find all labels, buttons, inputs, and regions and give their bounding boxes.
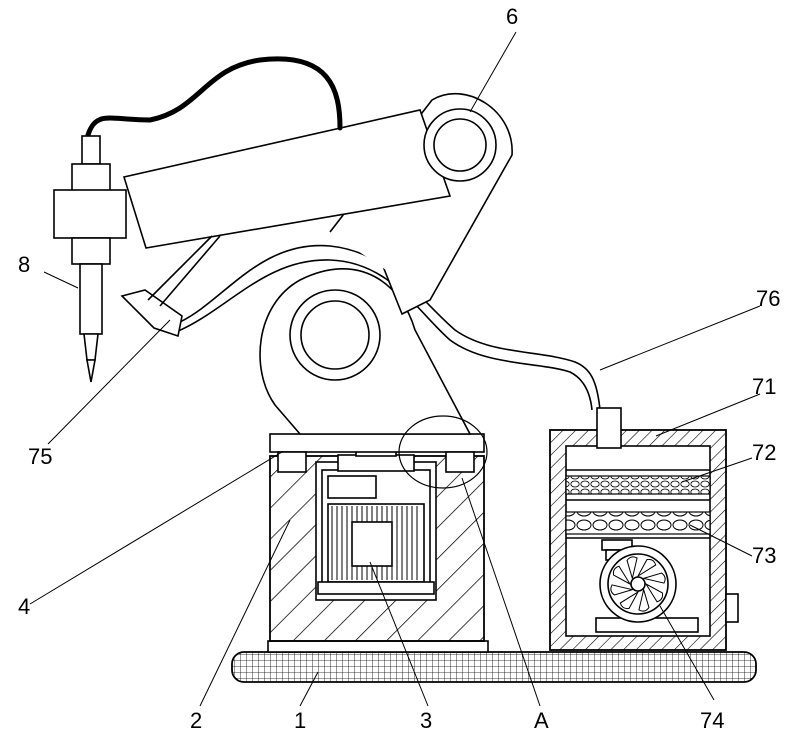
filter-layer-lower bbox=[566, 512, 710, 538]
label-72: 72 bbox=[752, 440, 776, 465]
base-plate bbox=[232, 652, 756, 682]
label-75: 75 bbox=[28, 444, 52, 469]
label-74: 74 bbox=[700, 708, 724, 733]
soldering-tool bbox=[54, 136, 126, 382]
label-3: 3 bbox=[420, 708, 432, 733]
label-76: 76 bbox=[756, 286, 780, 311]
suction-nozzle bbox=[122, 236, 220, 336]
label-6: 6 bbox=[506, 4, 518, 29]
label-8: 8 bbox=[18, 252, 30, 277]
motor bbox=[318, 448, 434, 594]
cable bbox=[88, 59, 340, 135]
label-a: A bbox=[534, 708, 549, 733]
label-4: 4 bbox=[18, 594, 30, 619]
label-2: 2 bbox=[190, 708, 202, 733]
label-1: 1 bbox=[294, 708, 306, 733]
label-71: 71 bbox=[752, 374, 776, 399]
label-73: 73 bbox=[752, 543, 776, 568]
